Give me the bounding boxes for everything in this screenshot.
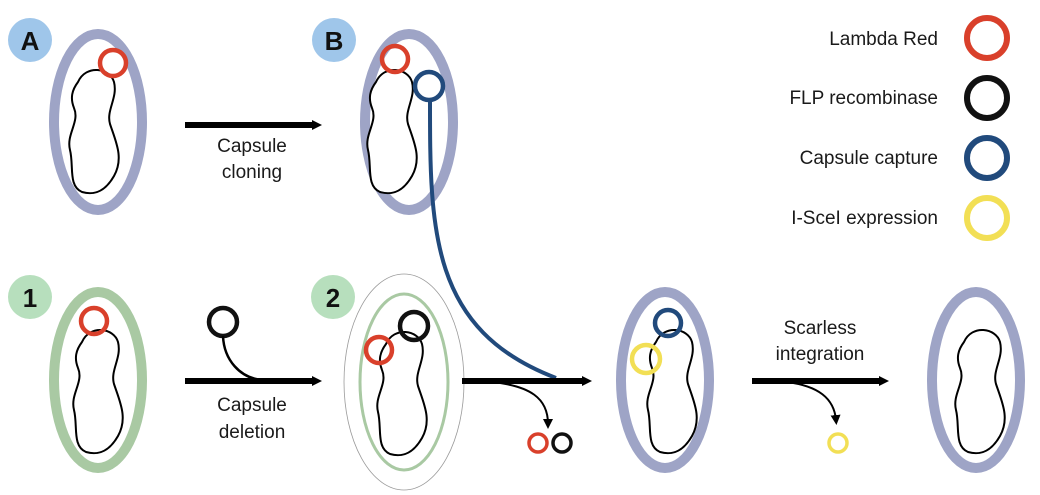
badge-1: 1: [8, 275, 52, 319]
arrow-label-line2: cloning: [222, 162, 282, 183]
lambda-red-plasmid: [379, 43, 411, 75]
legend: Lambda Red FLP recombinase Capsule captu…: [789, 15, 1010, 241]
badge-1-circle: [8, 275, 52, 319]
cell-b: [360, 29, 458, 215]
badge-a-label: A: [21, 26, 40, 56]
plasmid-curing-curve: [491, 381, 553, 429]
arrow-label-line1: Scarless: [784, 318, 857, 339]
lambda-red-plasmid-icon: [964, 15, 1010, 61]
legend-item-lambda-red: Lambda Red: [829, 15, 1010, 61]
chromosome: [954, 328, 1006, 455]
cell-envelope: [49, 287, 147, 473]
cured-flp-plasmid: [551, 432, 573, 454]
chromosome: [366, 68, 418, 195]
lambda-red-plasmid: [97, 47, 129, 79]
arrow-label-line1: Capsule: [217, 395, 287, 416]
arrow-label-line2: deletion: [219, 422, 286, 443]
cell-1: [49, 287, 147, 473]
legend-label: Capsule capture: [800, 148, 938, 169]
cell-4: [927, 287, 1025, 473]
cell-envelope: [927, 287, 1025, 473]
badge-a-circle: [8, 18, 52, 62]
badge-b-label: B: [325, 26, 344, 56]
isce1-plasmid: [629, 342, 663, 376]
plasmid-curing-curve: [786, 381, 841, 425]
flp-plasmid-incoming: [206, 305, 240, 339]
legend-label: FLP recombinase: [789, 88, 938, 109]
badge-2-label: 2: [326, 283, 340, 313]
badge-1-label: 1: [23, 283, 37, 313]
legend-label: I-SceI expression: [791, 208, 938, 229]
flp-plasmid: [397, 309, 431, 343]
isce1-plasmid-icon: [964, 195, 1010, 241]
cell-envelope: [616, 287, 714, 473]
capsule-capture-plasmid: [652, 307, 684, 339]
capsule-capture-plasmid-icon: [964, 135, 1010, 181]
cell-a: [49, 29, 147, 215]
plasmid-transfer-curve: [428, 99, 557, 380]
badge-b: B: [312, 18, 356, 62]
arrow-scarless-integration: Scarless integration: [752, 318, 889, 454]
legend-label: Lambda Red: [829, 29, 938, 50]
cell-2: [343, 273, 465, 491]
chromosome: [376, 330, 428, 457]
legend-item-isce1: I-SceI expression: [791, 195, 1010, 241]
cured-isce1-plasmid: [827, 432, 849, 454]
badge-b-circle: [312, 18, 356, 62]
cured-lambda-red-plasmid: [527, 432, 549, 454]
arrow-capsule-deletion: Capsule deletion: [185, 305, 322, 443]
arrow-merge: [462, 376, 592, 454]
arrow-label-line1: Capsule: [217, 136, 287, 157]
cell-envelope: [360, 29, 458, 215]
capsule-capture-plasmid: [412, 69, 446, 103]
lambda-red-plasmid: [78, 305, 110, 337]
cell-envelope: [49, 29, 147, 215]
flp-entry-curve: [221, 335, 263, 382]
cell-envelope: [358, 292, 450, 472]
arrow-label-line2: integration: [776, 344, 865, 365]
flp-plasmid-icon: [964, 75, 1010, 121]
chromosome: [72, 328, 124, 455]
chromosome: [68, 68, 120, 195]
arrow-capsule-cloning: Capsule cloning: [185, 120, 322, 183]
legend-item-flp: FLP recombinase: [789, 75, 1010, 121]
cell-3: [616, 287, 714, 473]
legend-item-capsule-capture: Capsule capture: [800, 135, 1010, 181]
lambda-red-plasmid: [363, 334, 395, 366]
badge-2: 2: [311, 275, 355, 319]
badge-2-circle: [311, 275, 355, 319]
badge-a: A: [8, 18, 52, 62]
